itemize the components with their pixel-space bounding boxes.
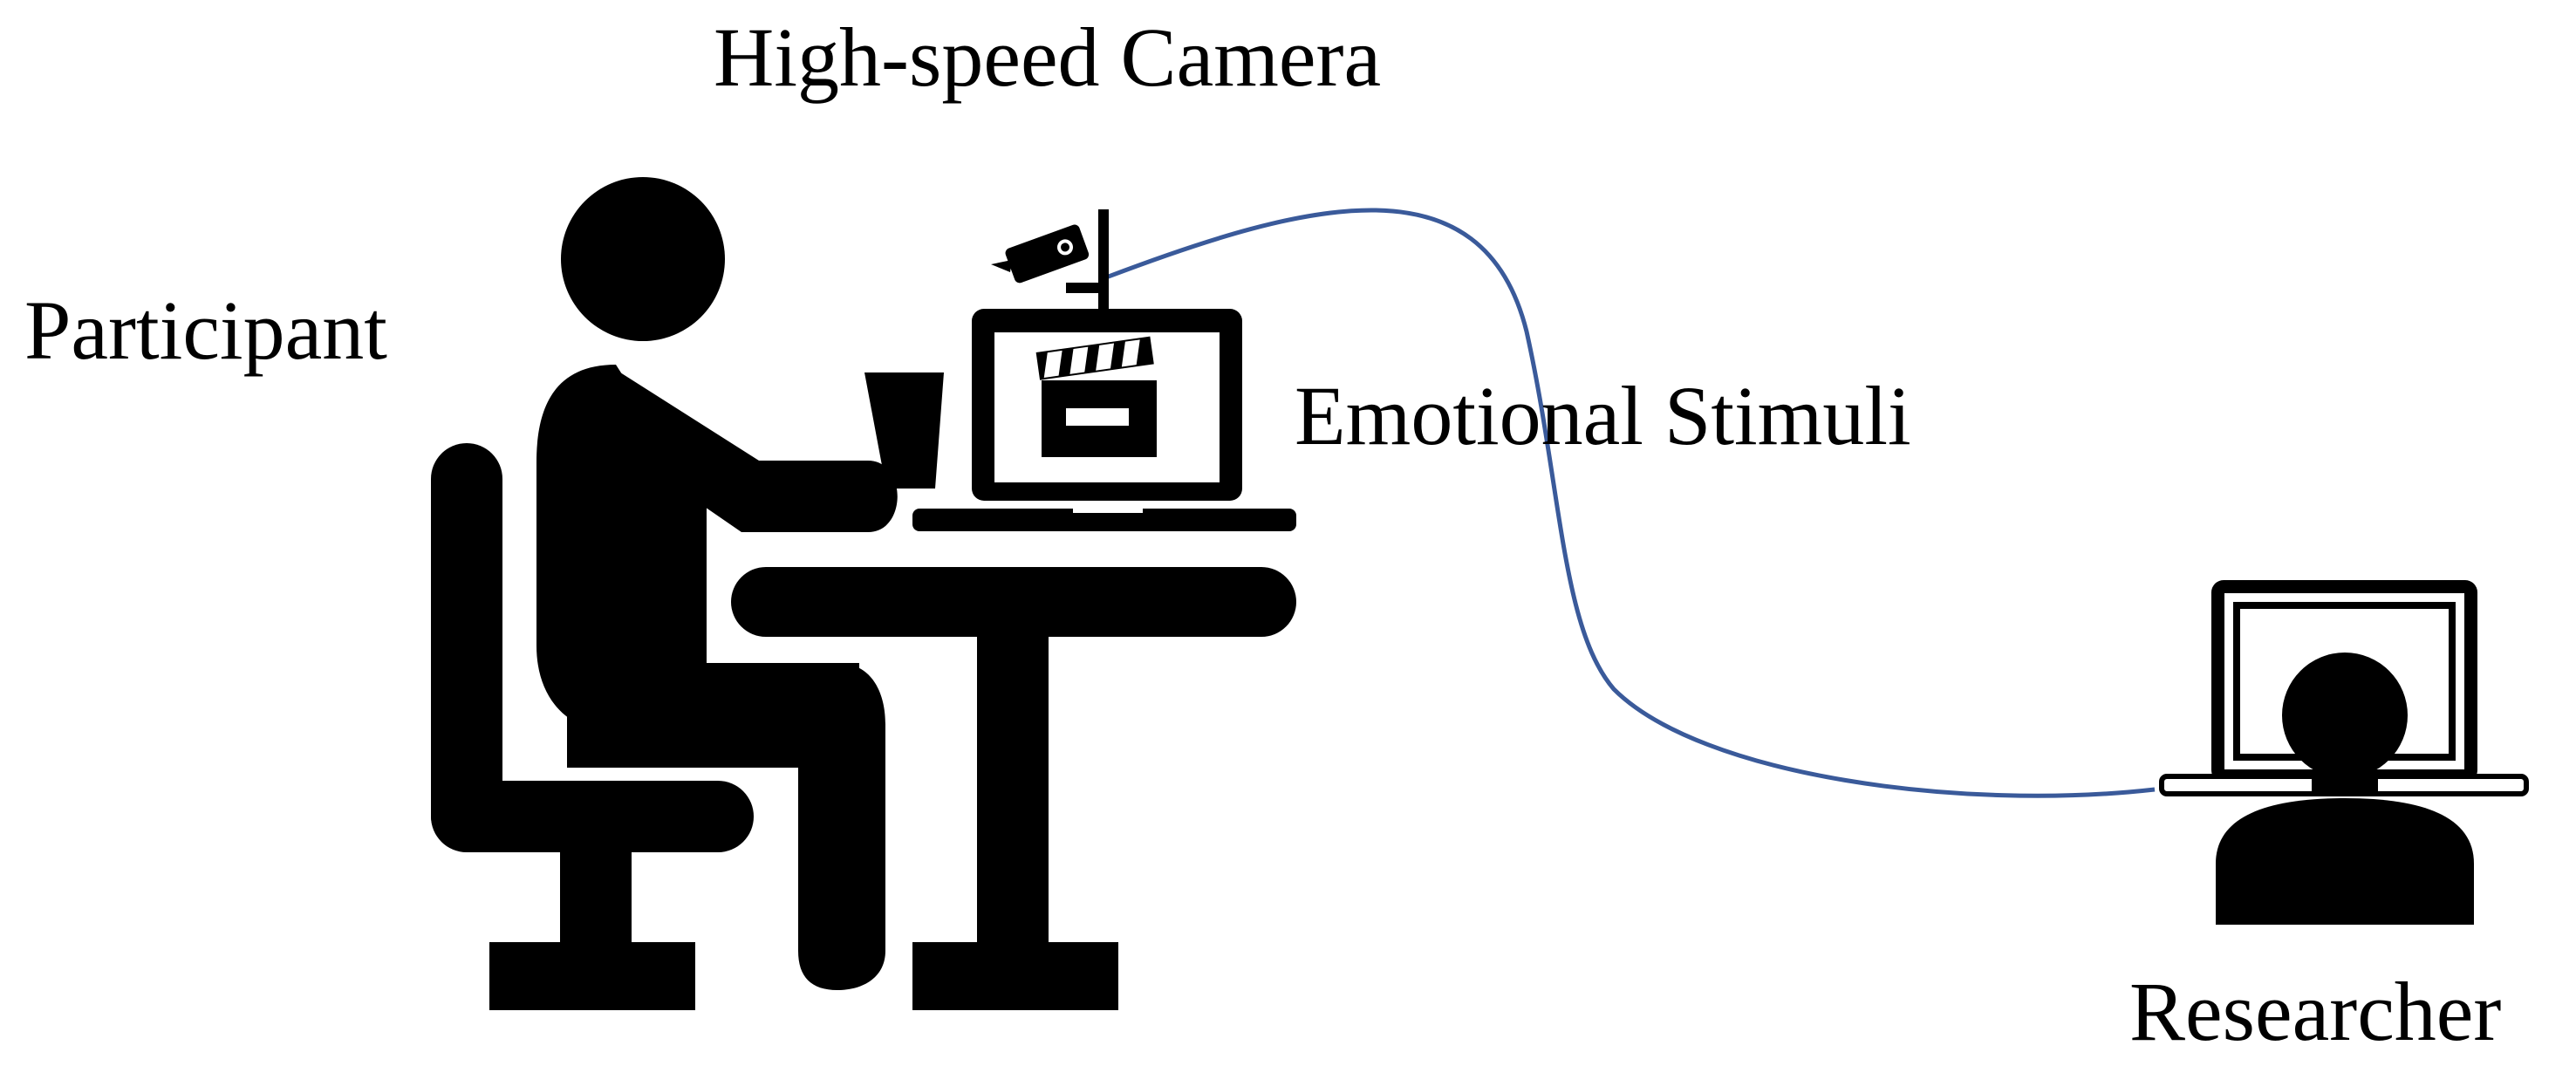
person-seated-at-desk-icon — [536, 177, 898, 990]
clapperboard-icon — [1035, 336, 1157, 457]
person-icon — [2216, 653, 2474, 925]
cup-icon — [864, 372, 944, 489]
researcher-label: Researcher — [2129, 965, 2502, 1058]
chair-icon — [431, 443, 754, 1010]
high-speed-camera-label: High-speed Camera — [714, 10, 1382, 104]
participant-label: Participant — [24, 284, 387, 377]
cable-line — [1105, 208, 2156, 798]
emotional-stimuli-label: Emotional Stimuli — [1295, 369, 1911, 462]
cctv-camera-icon — [991, 209, 1109, 309]
desk-icon — [731, 567, 1296, 1010]
